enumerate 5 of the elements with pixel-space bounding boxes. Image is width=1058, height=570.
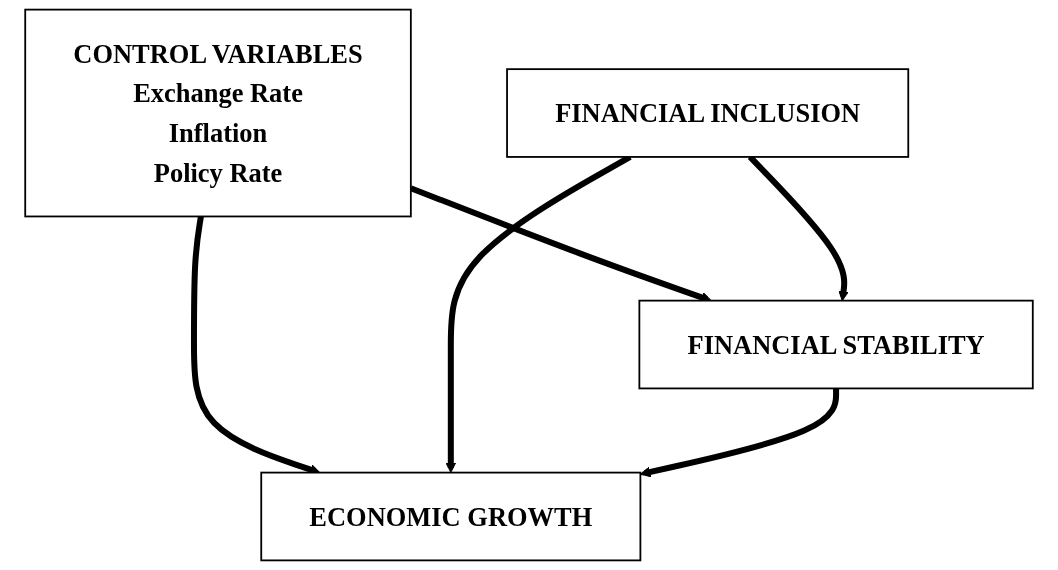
node-box: ECONOMIC GROWTH [260,471,642,562]
node-box: FINANCIAL INCLUSION [506,68,910,158]
node-box: CONTROL VARIABLES Exchange Rate Inflation Policy Rate [24,8,412,218]
arrow [639,388,840,478]
node-box: FINANCIAL STABILITY [638,299,1034,390]
